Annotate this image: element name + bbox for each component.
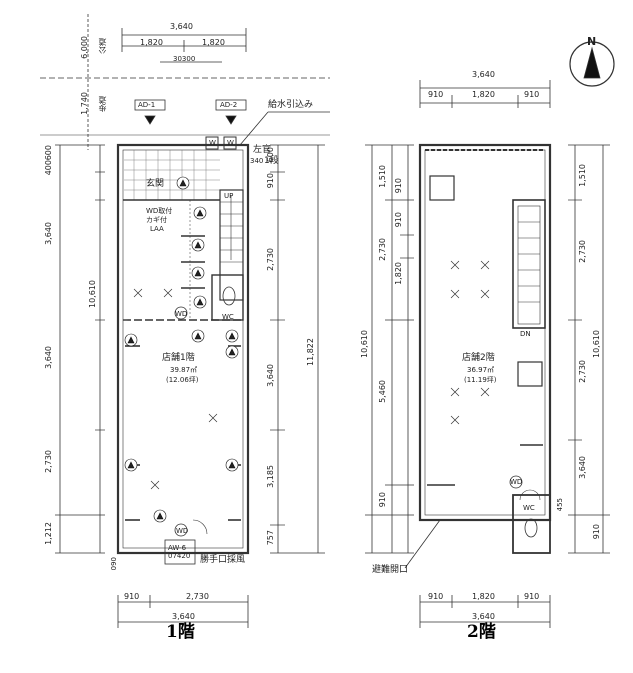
f1-bottom-right-dim: 2,730: [186, 592, 209, 601]
f2-left-dim-4: 1,820: [394, 262, 403, 285]
f2-bottom-dim-1: 910: [428, 592, 444, 601]
f2-right-dim-4: 3,640: [578, 456, 587, 479]
f1-top-total-dim: 3,640: [170, 22, 193, 31]
floor2-title: 2階: [467, 622, 496, 642]
f1-left-total: 10,610: [88, 280, 97, 308]
f1-left-dim-5: 2,730: [44, 450, 53, 473]
f2-left-dim-5: 5,460: [378, 380, 387, 403]
f1-door-note-1: WD取付: [146, 207, 173, 215]
f1-wd-rear-label: WD: [176, 527, 189, 535]
f2-left-dim-3: 910: [394, 212, 403, 228]
f2-side-small-dim: 455: [556, 498, 564, 512]
f1-right-dim-5: 3,185: [266, 465, 275, 488]
f1-bottom-total-dim: 3,640: [172, 612, 195, 621]
f1-door-note-2: カギ付: [146, 216, 167, 224]
f2-room-tsubo: (11.19坪): [464, 376, 497, 384]
f2-right-dim-5: 910: [592, 524, 601, 540]
f2-right-dim-3: 2,730: [578, 360, 587, 383]
f1-left-pipe-label: 左官: [253, 145, 272, 155]
f1-w-box-2: W: [227, 139, 234, 147]
f2-top-dim-1: 910: [428, 90, 444, 99]
f1-top-right-dim: 1,820: [202, 38, 225, 47]
f1-bottom-left-dim: 910: [124, 592, 140, 601]
f2-left-dim-2: 910: [394, 178, 403, 194]
f1-wc-label: WC: [222, 313, 234, 321]
f2-bottom-dim-2: 1,820: [472, 592, 495, 601]
f2-exit-label: 避難開口: [372, 565, 409, 575]
f1-right-dim-6: 757: [266, 530, 275, 546]
f1-room-tsubo: (12.06坪): [166, 376, 199, 384]
f2-dn-label: DN: [520, 330, 531, 338]
f1-step-dim: 340: [250, 157, 264, 165]
f2-left-mid: 2,730: [378, 238, 387, 261]
f1-left-dim-4: 3,640: [44, 346, 53, 369]
f1-w-box-1: W: [209, 139, 216, 147]
f1-door-note-3: LAA: [150, 225, 164, 233]
north-arrow-icon: N: [587, 35, 597, 48]
f1-left-dim-1: 600: [44, 145, 53, 161]
f2-bottom-dim-3: 910: [524, 592, 540, 601]
f1-ad2-label: AD-2: [220, 101, 238, 109]
f2-right-dim-2: 2,730: [578, 240, 587, 263]
f1-right-dim-3: 2,730: [266, 248, 275, 271]
f1-left-dim-2: 400: [44, 160, 53, 176]
f1-left-dim-6: 1,212: [44, 522, 53, 545]
f1-water-label: 給水引込み: [268, 100, 314, 110]
f2-bottom-total-dim: 3,640: [472, 612, 495, 621]
f1-step-label: 1段: [264, 156, 279, 166]
f1-wd-label: WD: [175, 310, 188, 318]
f1-left-dim-3: 3,640: [44, 222, 53, 245]
f1-right-dim-2: 910: [266, 173, 275, 189]
f1-rear-label: 勝手口採風: [200, 555, 246, 565]
f1-entrance-label: 玄関: [146, 179, 165, 189]
f1-aw-sub: 07420: [168, 552, 191, 560]
f1-road-label: 公道: [98, 38, 107, 54]
f1-room-name: 店舗1階: [162, 353, 195, 363]
f1-top-left-dim: 1,820: [140, 38, 163, 47]
f2-left-dim-1: 1,510: [378, 165, 387, 188]
f2-wd-label: WD: [510, 478, 523, 486]
f2-top-total-dim: 3,640: [472, 70, 495, 79]
f1-aw-label: AW-6: [168, 544, 187, 552]
f1-right-total: 11,822: [306, 338, 315, 366]
f2-left-total: 10,610: [360, 330, 369, 358]
f1-room-area: 39.87㎡: [170, 366, 198, 374]
f1-ad1-label: AD-1: [138, 101, 156, 109]
f1-sidewalk-label: 歩道: [98, 96, 107, 112]
f2-top-dim-2: 1,820: [472, 90, 495, 99]
f1-road-mid: 30300: [173, 55, 196, 63]
f2-left-dim-6: 910: [378, 492, 387, 508]
f1-corner-mark: 090: [110, 557, 118, 571]
f1-right-dim-1: 600: [266, 147, 275, 163]
f2-right-total: 10,610: [592, 330, 601, 358]
f1-up-label: UP: [224, 192, 234, 200]
f1-right-dim-4: 3,640: [266, 364, 275, 387]
f2-room-area: 36.97㎡: [467, 366, 495, 374]
f2-room-name: 店舗2階: [462, 353, 495, 363]
f1-sidewalk-dim: 1,740: [80, 92, 89, 115]
f2-wc-label: WC: [523, 504, 535, 512]
f1-road-setback: 6,000: [80, 36, 89, 59]
floor1-title: 1階: [166, 622, 195, 642]
f2-right-dim-1: 1,510: [578, 164, 587, 187]
f2-top-dim-3: 910: [524, 90, 540, 99]
